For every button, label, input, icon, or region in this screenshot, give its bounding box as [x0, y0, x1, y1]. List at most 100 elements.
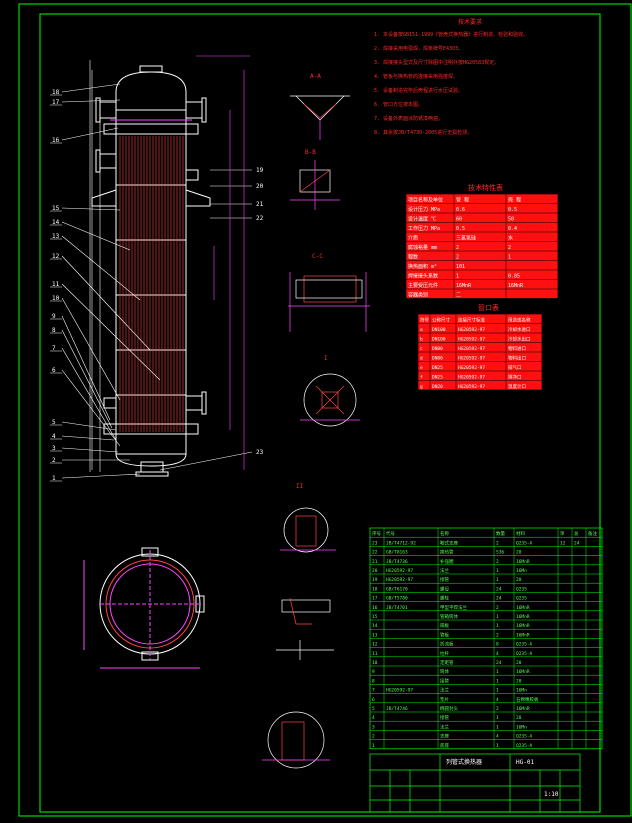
part-label: 3	[52, 445, 56, 452]
part-label: 11	[52, 281, 60, 288]
table-cell: 16Mn	[516, 568, 527, 574]
table-cell: 0.6	[456, 207, 465, 213]
table-cell: HG20592-97	[458, 384, 485, 390]
part-label: 2	[52, 457, 56, 464]
table-cell: 20	[516, 577, 522, 583]
table-cell: HG20592-97	[386, 568, 413, 574]
table-cell: 2	[508, 245, 511, 251]
table-cell: Q235	[516, 596, 527, 602]
table-cell: 24	[496, 660, 502, 666]
table-cell: JB/T4712-92	[386, 540, 416, 546]
table-cell: 16Mn	[516, 724, 527, 730]
note-line: 6. 管口方位按本图。	[374, 101, 423, 108]
notes-title: 技术要求	[458, 18, 482, 26]
part-label: 4	[52, 433, 56, 440]
title-block	[369, 753, 581, 813]
vessel-elevation	[91, 65, 211, 477]
table-cell: 3	[372, 724, 375, 730]
table-cell: 16MnR	[516, 559, 530, 565]
table-cell: Q235-A	[516, 734, 533, 740]
title-block-name: 列管式换热器	[446, 758, 482, 766]
table-cell: 16MnR	[516, 614, 530, 620]
table-cell: 筒体	[440, 668, 449, 675]
table-cell: 16MnR	[516, 632, 530, 638]
table-cell: 16	[372, 605, 378, 611]
table-cell: 4	[496, 734, 499, 740]
table-cell: 程数	[408, 254, 418, 261]
table-cell: Q235-A	[516, 743, 533, 749]
table-cell: 0.5	[456, 226, 465, 232]
table-cell: 1	[496, 669, 499, 675]
table-header: 壳 程	[508, 197, 521, 204]
part-label: 20	[256, 183, 264, 190]
table-cell: DN80	[432, 356, 443, 362]
table-cell: 11	[372, 651, 378, 657]
part-label: 16	[52, 137, 60, 144]
table-cell: DN100	[432, 327, 446, 333]
table-cell: 补强圈	[440, 558, 454, 565]
table-cell: 101	[456, 264, 465, 270]
table-cell: 16Mn	[516, 688, 527, 694]
table-cell: 工作压力 MPa	[408, 225, 440, 232]
table-cell: 8	[372, 678, 375, 684]
part-label: 15	[52, 205, 60, 212]
table-cell: HG20592-97	[386, 688, 413, 694]
table-cell: Q235	[516, 586, 527, 592]
note-line: 5. 设备制造完毕后壳程进行水压试验。	[374, 87, 463, 94]
nozzle-table-title: 管口表	[478, 303, 499, 312]
table-cell: 鞍式支座	[440, 539, 458, 546]
part-label: 7	[52, 345, 56, 352]
table-cell: 腐蚀裕量 mm	[408, 244, 437, 251]
table-cell: GB/T5780	[386, 596, 408, 602]
table-cell: 椭圆封头	[440, 705, 458, 712]
table-cell: 5	[372, 706, 375, 712]
table-cell: 水	[508, 235, 513, 242]
table-cell: 1	[496, 688, 499, 694]
table-cell: 0.85	[508, 274, 520, 280]
table-cell: 法兰	[440, 687, 449, 694]
table-cell: JB/T4746	[386, 706, 408, 712]
detail-a	[290, 95, 350, 140]
table-cell: 换热管	[440, 549, 454, 556]
table-cell: 介质	[408, 235, 418, 242]
table-cell: HG20592-97	[458, 327, 485, 333]
table-cell: 排净口	[508, 374, 522, 381]
table-cell: 三氯氢硅	[456, 235, 476, 242]
table-cell: HG20592-97	[386, 577, 413, 583]
table-cell: 22	[372, 550, 378, 556]
table-cell: 物料进口	[508, 345, 526, 352]
table-cell: 螺栓	[440, 595, 449, 602]
detail-b-title: B-B	[305, 149, 316, 156]
part-label: 13	[52, 233, 60, 240]
part-label: 12	[52, 253, 60, 260]
table-cell: DN100	[432, 337, 446, 343]
detail-a-title: A-A	[310, 73, 321, 80]
table-cell: 温度计口	[508, 383, 526, 390]
outer-frame	[18, 3, 632, 817]
table-cell: c	[420, 347, 423, 352]
part-label: 17	[52, 99, 60, 106]
table-cell: 24	[496, 596, 502, 602]
table-cell: 16MnR	[456, 283, 472, 289]
table-cell: 15	[372, 614, 378, 620]
table-cell: 支座	[440, 733, 449, 740]
table-cell: a	[420, 328, 423, 333]
table-cell: 冷却水出口	[508, 336, 531, 343]
table-cell: 1	[496, 715, 499, 721]
detail-ii	[262, 507, 336, 769]
table-cell: 焊接接头系数	[408, 273, 438, 280]
table-cell: 1	[496, 614, 499, 620]
table-cell: e	[420, 366, 423, 371]
table-cell: 排气口	[508, 364, 522, 371]
table-cell: 1	[508, 255, 511, 261]
part-label: 23	[256, 449, 264, 456]
table-cell: 1	[372, 743, 375, 749]
table-cell: 隔板	[440, 622, 449, 629]
part-label: 6	[52, 367, 56, 374]
table-cell: Q235-A	[516, 642, 533, 648]
table-cell: 7	[372, 688, 375, 694]
note-line: 4. 管板与换热管的连接采用强度焊。	[374, 73, 458, 80]
table-header: 符号	[420, 317, 429, 324]
